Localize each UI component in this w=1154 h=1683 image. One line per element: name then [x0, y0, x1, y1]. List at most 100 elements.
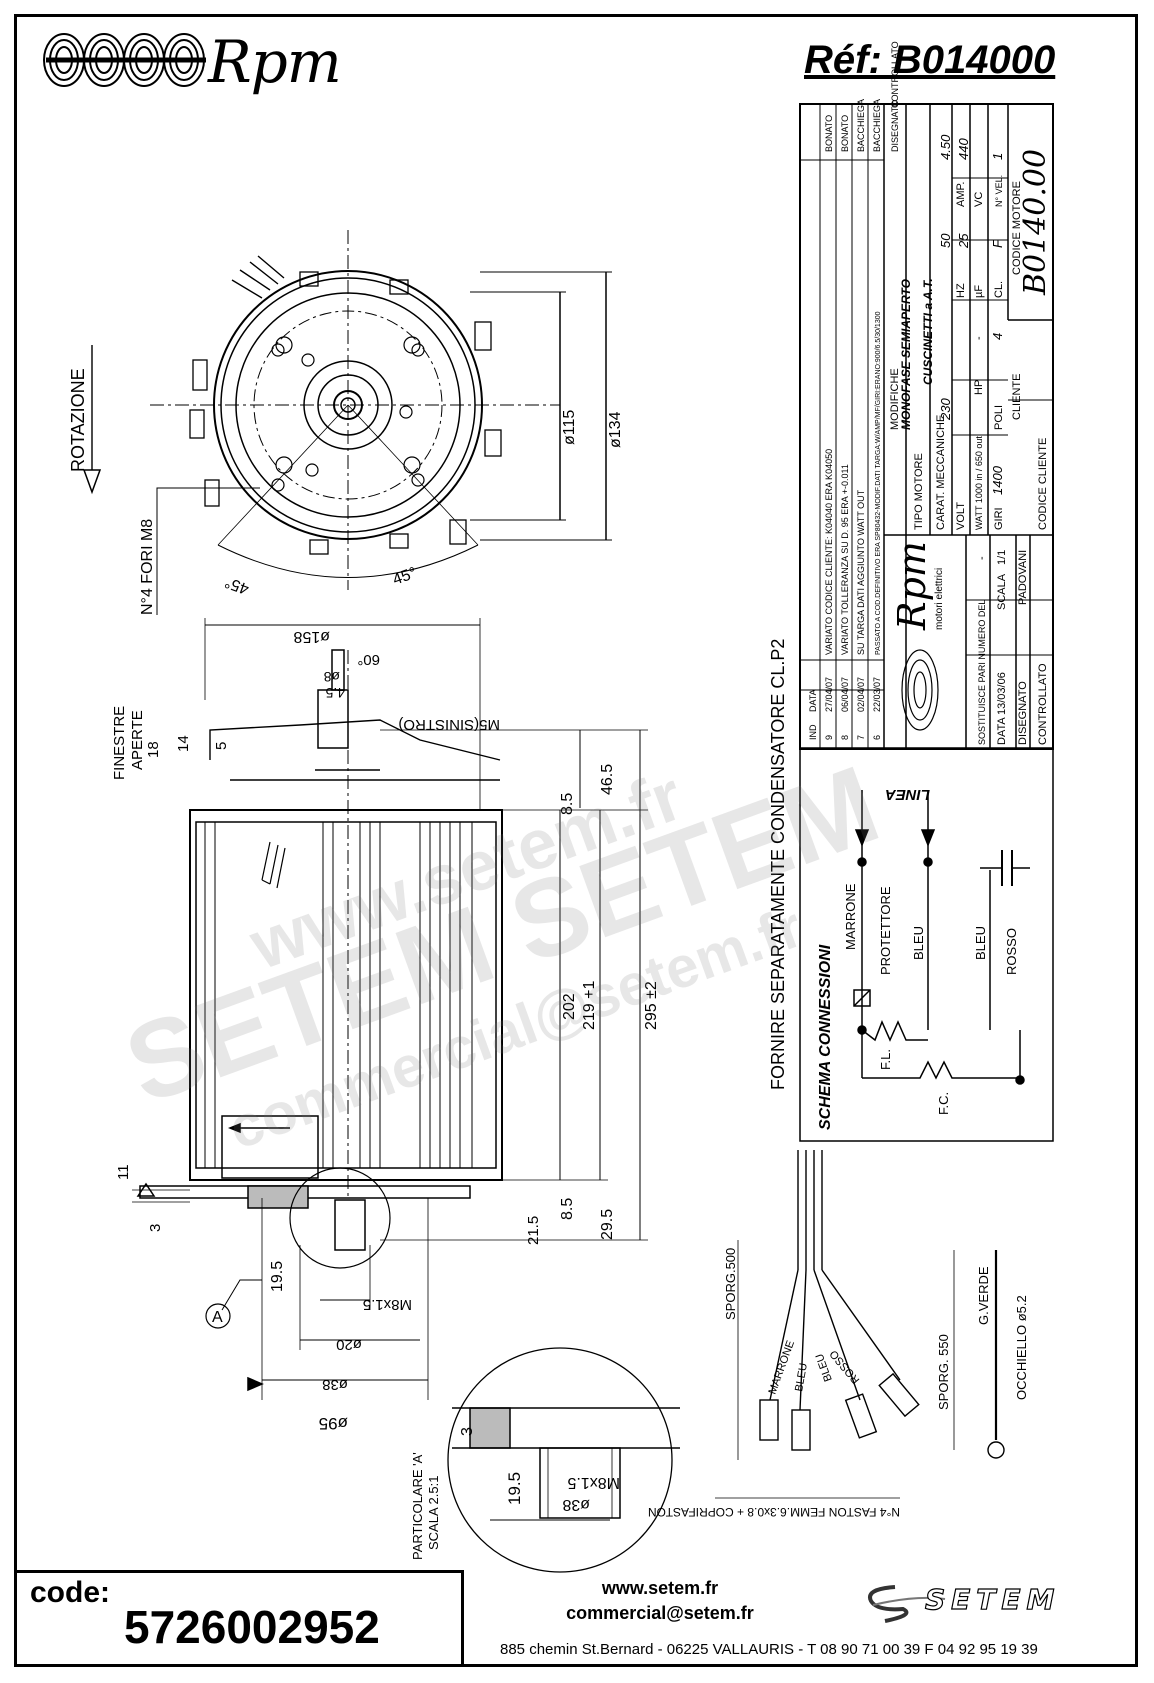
mod-7-data: 02/04/07	[856, 677, 866, 712]
code-label: code:	[30, 1576, 111, 1609]
disegnato-value: PADOVANI	[1017, 550, 1029, 605]
protettore-label: PROTETTORE	[878, 886, 893, 975]
tipo-motore-value: MONOFASE SEMIAPERTO	[899, 278, 913, 430]
angle-left-label: 45°	[223, 573, 252, 597]
mod-8-text: VARIATO TOLLERANZA SU D. 95 ERA +-0.011	[840, 464, 850, 655]
mod-6-sig: BACCHIEGA	[872, 99, 882, 152]
rpm-coil-logo	[43, 33, 206, 87]
dim-5: 5	[213, 742, 230, 750]
dim-95: ø95	[319, 1414, 348, 1433]
sporg-500-label: SPORG.500	[723, 1248, 738, 1320]
dim-8-5-top: 8.5	[559, 793, 576, 815]
amp-label: AMP.	[955, 182, 967, 207]
wire-marrone-label: MARRONE	[767, 1339, 798, 1396]
nvel-label: N° VEL.	[994, 175, 1004, 207]
wire-bleu1-label: BLEU	[793, 1362, 810, 1392]
mod-7-text: SU TARGA DATI AGGIUNTO WATT OUT	[856, 489, 866, 655]
dim-m8: M8x1.5	[363, 1296, 412, 1313]
data-value: 13/03/06	[996, 672, 1008, 715]
detail-19-5: 19.5	[505, 1472, 524, 1505]
capacitor-note: FORNIRE SEPARATAMENTE CONDENSATORE CL.P2	[768, 639, 788, 1090]
sostituisce-value: -	[976, 556, 988, 560]
company-address: 885 chemin St.Bernard - 06225 VALLAURIS …	[500, 1641, 1038, 1658]
mod-8-ind: 8	[840, 735, 850, 740]
dim-18: 18	[145, 741, 162, 758]
controllato-label: CONTROLLATO	[1037, 663, 1049, 745]
schema-bleu2-label: BLEU	[973, 926, 988, 960]
mod-6-ind: 6	[872, 735, 882, 740]
cl-value: F	[990, 239, 1005, 248]
detail-a	[447, 1347, 680, 1573]
nvel-value: 1	[990, 153, 1005, 160]
dim-202: 202	[561, 993, 578, 1020]
detail-38: ø38	[562, 1496, 590, 1513]
dim-115: ø115	[561, 410, 578, 445]
hp-value: -	[973, 336, 985, 340]
dim-4-5: 4.5	[325, 685, 345, 701]
poli-label: POLI	[993, 405, 1005, 430]
codice-motore-label: CODICE MOTORE	[1011, 181, 1023, 275]
mod-8-data: 06/04/07	[840, 677, 850, 712]
mod-8-sig: BONATO	[840, 115, 850, 152]
header-data: DATA	[808, 689, 818, 712]
header-modifiche: MODIFICHE	[889, 368, 901, 430]
mod-9-ind: 9	[824, 735, 834, 740]
vc-label: VC	[973, 192, 985, 207]
dim-295: 295 ±2	[643, 981, 660, 1030]
carat-value: CUSCINETTI a A.T.	[921, 278, 935, 385]
codice-motore-value: B0140.00	[1018, 149, 1053, 296]
tipo-motore-label: TIPO MOTORE	[913, 453, 925, 530]
dim-60: 60°	[357, 651, 380, 668]
dim-219: 219 +1	[581, 981, 598, 1030]
hz-label: HZ	[955, 283, 967, 298]
occhiello-label: OCCHIELLO ø5.2	[1014, 1295, 1029, 1400]
email-link[interactable]: commercial@setem.fr	[566, 1603, 754, 1623]
dim-8-5-bot: 8.5	[559, 1198, 576, 1220]
scala-label: SCALA	[996, 573, 1008, 610]
brand-title: Rpm	[208, 28, 342, 96]
data-label: DATA	[996, 717, 1008, 745]
detail-marker: A	[212, 1309, 223, 1326]
detail-m8: M8x1.5	[567, 1474, 620, 1491]
sporg-550-label: SPORG. 550	[936, 1334, 951, 1410]
website-link[interactable]: www.setem.fr	[601, 1578, 719, 1598]
linea-label: LINEA	[885, 786, 930, 803]
detail-label-2: SCALA 2.5:1	[426, 1476, 441, 1550]
hz-value: 50	[938, 233, 953, 248]
vc-value: 440	[956, 138, 971, 160]
fastons-label: N°4 FASTON FEMM.6.3x0.8 + COPRIFASTON	[648, 1505, 900, 1519]
dim-21-5: 21.5	[525, 1216, 542, 1245]
reference-number: Réf: B014000	[804, 38, 1056, 82]
title-block	[799, 103, 1054, 750]
dim-8: ø8	[323, 669, 340, 685]
title-rpm-logo: Rpm	[890, 541, 934, 631]
watt-label: WATT 1000 in / 650 out	[974, 436, 984, 530]
header-controllato: CONTROLLATO	[890, 41, 900, 108]
rotation-label: ROTAZIONE	[68, 368, 88, 472]
windows-label-1: FINESTRE	[111, 706, 128, 780]
poli-value: 4	[990, 333, 1005, 340]
volt-label: VOLT	[955, 502, 967, 530]
marrone-label: MARRONE	[843, 883, 858, 950]
dim-14: 14	[175, 735, 192, 752]
mod-6-text: PASSATO A COD.DEFINITIVO ERA SP80432-MOD…	[875, 311, 882, 655]
amp-value: 4.50	[938, 134, 953, 160]
side-view	[132, 618, 648, 1400]
dim-29-5: 29.5	[599, 1209, 616, 1240]
dim-3: 3	[147, 1224, 164, 1232]
front-view	[82, 230, 612, 615]
fl-label: F.L.	[878, 1049, 893, 1070]
dim-20: ø20	[336, 1336, 362, 1353]
header-disegnato: DISEGNATO	[890, 100, 900, 152]
volt-value: 230	[938, 398, 953, 421]
giri-label: GIRI	[993, 507, 1005, 530]
mod-9-sig: BONATO	[824, 115, 834, 152]
setem-logo: SETEM	[868, 1582, 1060, 1623]
scala-value: 1/1	[996, 550, 1008, 565]
hp-label: HP	[973, 380, 985, 395]
setem-logo-text: SETEM	[925, 1583, 1060, 1616]
uf-label: µF	[973, 285, 985, 298]
dim-158: ø158	[293, 628, 330, 645]
cliente-label: CLIENTE	[1011, 374, 1023, 420]
